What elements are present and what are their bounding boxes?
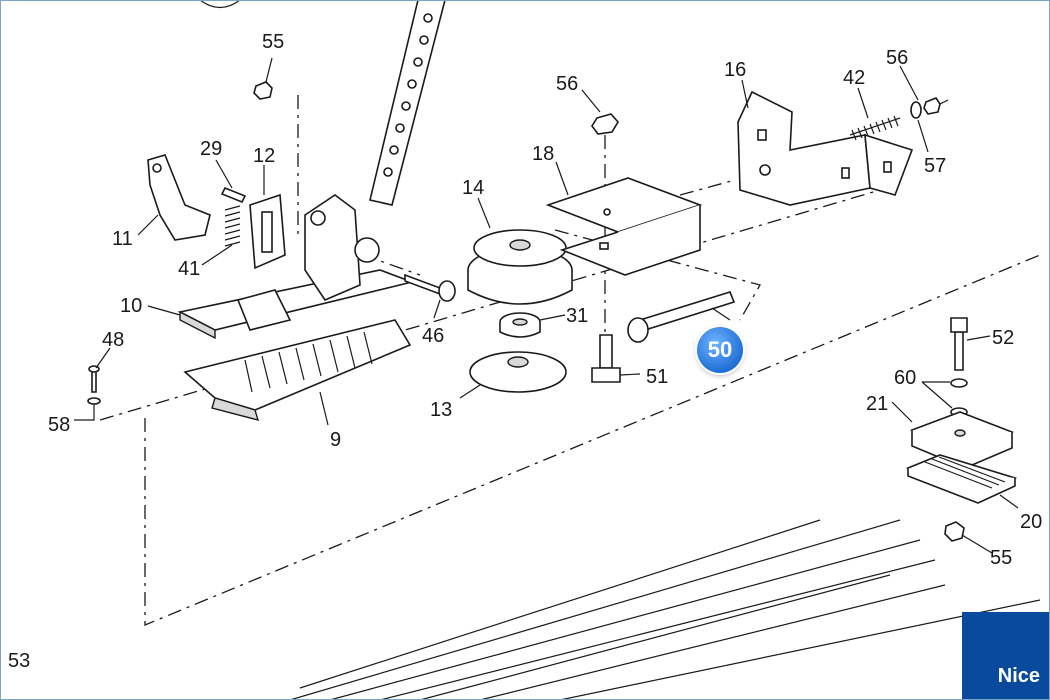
label-48: 48 — [102, 329, 124, 351]
part-9-carriage — [183, 319, 412, 421]
part-12-bracket — [249, 193, 286, 270]
part-56-nut-right — [923, 97, 949, 115]
label-13: 13 — [430, 399, 452, 421]
part-14-pulley — [467, 229, 573, 305]
label-21: 21 — [866, 393, 888, 415]
part-42-spring — [849, 115, 901, 141]
brand-logo: Nice — [962, 612, 1050, 700]
part-55-nut — [253, 81, 273, 100]
part-55-nut-bottom — [944, 521, 965, 542]
guide-rail — [289, 519, 1041, 700]
part-16-bracket — [737, 90, 914, 206]
assembly-outline — [99, 95, 1041, 626]
highlight-badge-50[interactable]: 50 — [697, 327, 743, 373]
label-12: 12 — [253, 145, 275, 167]
part-48-screw — [88, 365, 100, 393]
part-20-rack — [905, 454, 1018, 504]
part-46-screw — [404, 273, 456, 302]
label-9: 9 — [330, 429, 341, 451]
label-56-center: 56 — [556, 73, 578, 95]
label-20: 20 — [1020, 511, 1042, 533]
part-13-washer — [469, 351, 567, 393]
label-41: 41 — [178, 258, 200, 280]
part-29-pin — [220, 186, 247, 204]
part-21-pad — [909, 411, 1015, 469]
perforated-strap — [199, 0, 446, 206]
part-41-spring — [224, 205, 241, 247]
label-10: 10 — [120, 295, 142, 317]
label-46: 46 — [422, 325, 444, 347]
label-14: 14 — [462, 177, 484, 199]
part-51-bolt — [591, 334, 621, 383]
part-10-plate — [177, 194, 415, 340]
label-56-right: 56 — [886, 47, 908, 69]
part-18-bracket — [545, 177, 703, 276]
label-58: 58 — [48, 414, 70, 436]
part-57-washer — [910, 101, 922, 119]
label-51: 51 — [646, 366, 668, 388]
label-57: 57 — [924, 155, 946, 177]
label-53: 53 — [8, 650, 30, 672]
label-52: 52 — [992, 327, 1014, 349]
label-42: 42 — [843, 67, 865, 89]
part-50-bolt — [627, 291, 736, 343]
leader-lines — [74, 57, 1019, 554]
part-31-bearing — [499, 312, 541, 338]
label-18: 18 — [532, 143, 554, 165]
label-16: 16 — [724, 59, 746, 81]
label-55-top: 55 — [262, 31, 284, 53]
label-31: 31 — [566, 305, 588, 327]
part-58-washer — [87, 397, 101, 405]
label-11: 11 — [112, 228, 133, 250]
label-29: 29 — [200, 138, 222, 160]
part-56-nut — [591, 113, 619, 135]
part-60-washers — [950, 378, 968, 417]
label-55-bottom: 55 — [990, 547, 1012, 569]
label-60: 60 — [894, 367, 916, 389]
part-11-lever — [147, 154, 211, 241]
part-52-bolt — [950, 317, 968, 371]
part-labels: 55 29 12 11 41 10 46 48 58 9 14 18 56 31… — [8, 31, 1042, 672]
